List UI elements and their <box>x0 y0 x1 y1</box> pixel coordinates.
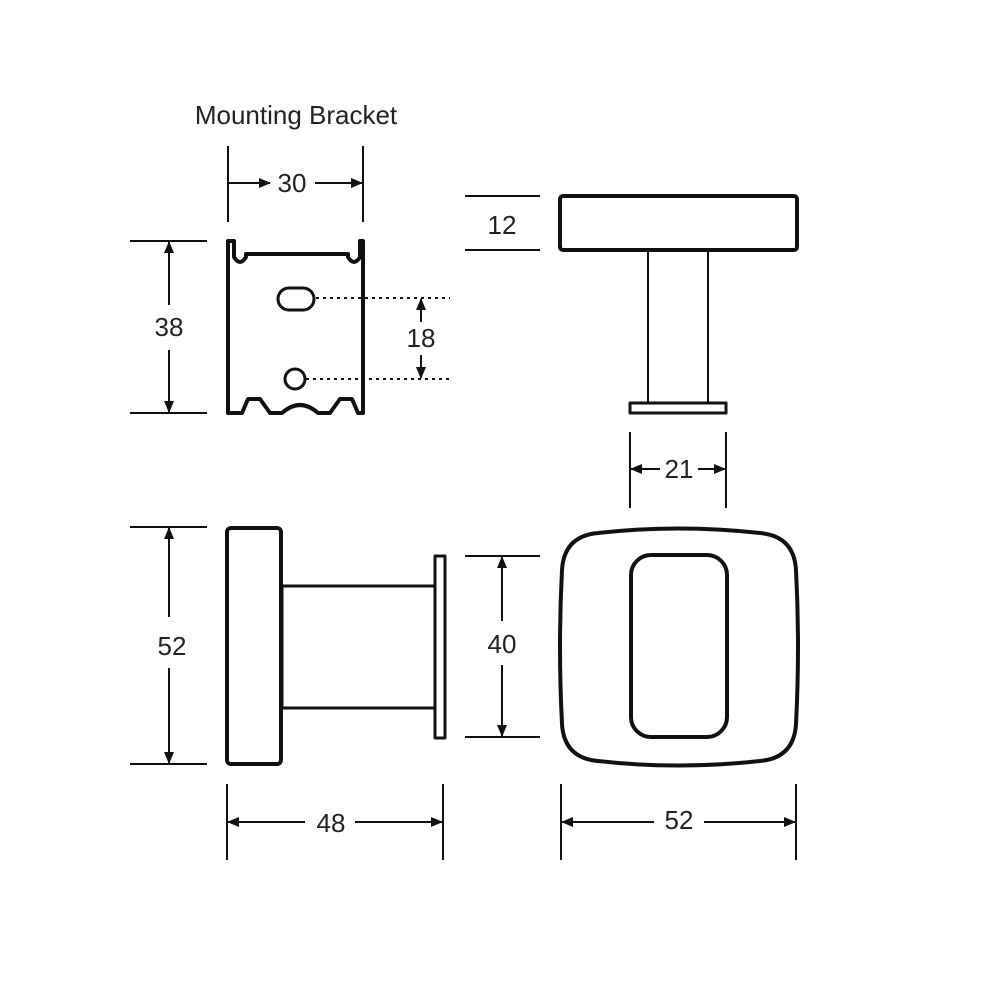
hook-front-view: 52 <box>558 526 800 860</box>
dimension-flange-height: 40 <box>488 629 517 659</box>
side-stem <box>280 584 437 710</box>
bracket-slot-hole <box>276 286 316 312</box>
mounting-bracket-view: 30 38 18 <box>130 146 450 415</box>
side-flange <box>433 554 447 740</box>
dimension-side-height: 52 <box>158 631 187 661</box>
dimension-bracket-width: 30 <box>278 168 307 198</box>
bracket-round-hole <box>283 367 307 391</box>
hook-plate <box>558 194 799 252</box>
side-plate <box>225 526 283 766</box>
dimension-base-width: 21 <box>665 454 694 484</box>
dimension-hole-spacing: 18 <box>407 323 436 353</box>
dimension-plate-thickness: 12 <box>488 210 517 240</box>
dimension-side-depth: 48 <box>317 808 346 838</box>
hook-top-view: 12 21 <box>465 194 799 508</box>
mounting-bracket-title: Mounting Bracket <box>195 100 398 130</box>
front-recess <box>629 553 729 739</box>
bracket-outline <box>226 239 365 415</box>
dimension-front-width: 52 <box>665 805 694 835</box>
hook-base <box>628 401 728 415</box>
hook-side-view: 52 40 48 <box>130 526 540 860</box>
dimension-bracket-height: 38 <box>155 312 184 342</box>
